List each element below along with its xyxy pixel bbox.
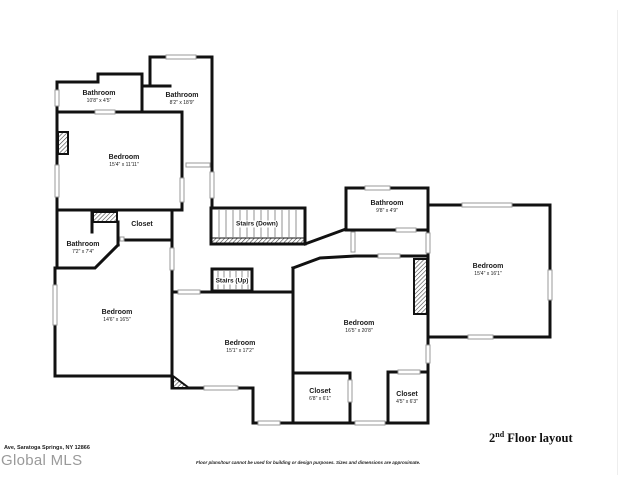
room-bathroom-4: Bathroom 9'8" x 4'9" (370, 200, 403, 214)
wall-bedroom-center (170, 290, 295, 425)
room-closet-2: Closet 6'8" x 6'1" (309, 388, 331, 402)
disclaimer-text: Floor plans/tour cannot be used for buil… (196, 460, 421, 465)
room-closet-3: Closet 4'5" x 6'3" (396, 391, 418, 405)
room-dims: 15'4" x 16'1" (474, 271, 502, 277)
room-dims: 14'6" x 16'5" (103, 317, 131, 323)
room-dims: 15'4" x 11'11" (109, 162, 139, 168)
stairs-up-label: Stairs (Up) (214, 277, 250, 285)
room-bedroom-2: Bedroom 14'6" x 16'5" (102, 309, 133, 323)
room-name: Closet (131, 221, 153, 228)
room-dims: 7'2" x 7'4" (72, 249, 94, 255)
room-closet-1: Closet (131, 221, 152, 229)
address-text: Ave, Saratoga Springs, NY 12866 (4, 445, 90, 451)
room-name: Bedroom (343, 320, 375, 327)
wall-bedroom-center-right (291, 335, 430, 425)
room-bedroom-4: Bedroom 15'4" x 16'1" (473, 263, 504, 277)
room-bathroom-3: Bathroom 7'2" x 7'4" (66, 241, 99, 255)
room-bedroom-1: Bedroom 15'4" x 11'11" (109, 154, 140, 168)
room-bedroom-5: Bedroom 16'5" x 20'8" (344, 320, 375, 334)
stairs-down-label: Stairs (Down) (235, 220, 279, 228)
floor-title: 2nd Floor layout (489, 430, 573, 446)
room-name: Bathroom (165, 92, 199, 99)
wall-bathroom-small (55, 208, 121, 270)
watermark-logo: Global MLS (1, 452, 83, 469)
room-name: Bedroom (224, 340, 256, 347)
room-dims: 16'5" x 20'8" (345, 328, 373, 334)
room-name: Closet (309, 388, 331, 395)
room-name: Bedroom (101, 309, 133, 316)
room-bathroom-2: Bathroom 8'2" x 18'9" (165, 92, 198, 106)
room-bedroom-3: Bedroom 15'1" x 17'2" (225, 340, 256, 354)
room-bathroom-1: Bathroom 10'8" x 4'5" (82, 90, 115, 104)
room-dims: 6'8" x 6'1" (309, 396, 331, 402)
title-superscript: nd (495, 430, 505, 439)
room-name: Bathroom (82, 90, 116, 97)
room-dims: 9'8" x 4'9" (376, 208, 398, 214)
title-text: Floor layout (504, 431, 573, 446)
room-dims: 4'5" x 6'3" (396, 399, 418, 405)
title-number: 2 (489, 431, 496, 446)
wall-closet-left (291, 371, 352, 425)
room-name: Bedroom (108, 154, 140, 161)
room-name: Closet (396, 391, 418, 398)
stairs-down-box (209, 206, 307, 246)
page-edge-divider (617, 10, 618, 475)
room-name: Bedroom (472, 263, 504, 270)
wall-bedroom-lower-left (53, 238, 174, 378)
stairs-up-box (210, 267, 254, 293)
room-dims: 8'2" x 18'9" (169, 100, 195, 106)
room-name: Bathroom (66, 241, 100, 248)
room-dims: 10'8" x 4'5" (86, 98, 112, 104)
room-dims: 15'1" x 17'2" (226, 348, 254, 354)
room-name: Bathroom (370, 200, 404, 207)
